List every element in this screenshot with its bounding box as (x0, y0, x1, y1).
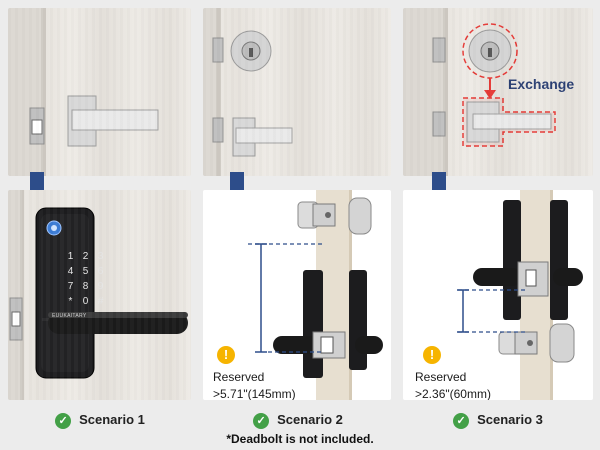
keypad-key[interactable]: 3 (97, 251, 104, 262)
scenario-3-after-illustration (457, 190, 583, 400)
scenario-1-caption: ✓ Scenario 1 (0, 412, 200, 429)
scenario-2-before-panel (203, 8, 391, 176)
scenario-2-before-illustration (203, 8, 293, 176)
reserved-dimension: >2.36"(60mm) (415, 387, 491, 400)
scenario-label: Scenario 1 (79, 412, 145, 427)
keypad-key[interactable]: 7 (67, 281, 74, 292)
keypad-key[interactable]: 4 (67, 266, 74, 277)
reserved-dimension: >5.71"(145mm) (213, 387, 296, 400)
keypad: 1 2 3 4 5 6 7 8 9 * 0 # (63, 250, 108, 308)
keypad-key[interactable]: 1 (67, 251, 74, 262)
reserved-label: Reserved (415, 370, 467, 384)
keypad-key[interactable]: # (97, 296, 104, 307)
scenario-2-caption: ✓ Scenario 2 (198, 412, 398, 429)
scenario-3-before-illustration (403, 8, 556, 176)
exchange-label: Exchange (508, 76, 575, 92)
reserved-note: Reserved >5.71"(145mm) (213, 369, 296, 400)
keypad-key[interactable]: 6 (97, 266, 104, 277)
keypad-key[interactable]: * (68, 296, 73, 307)
scenario-1-before-illustration (8, 8, 159, 176)
scenario-2-after-panel: ! Reserved >5.71"(145mm) (203, 190, 391, 400)
scenario-3-after-panel: ! Reserved >2.36"(60mm) (403, 190, 593, 400)
reserved-label: Reserved (213, 370, 265, 384)
keypad-key[interactable]: 0 (82, 296, 89, 307)
scenario-3-before-panel: Exchange (403, 8, 593, 176)
scenario-2-after-illustration (248, 190, 383, 400)
scenario-label: Scenario 2 (277, 412, 343, 427)
warning-icon: ! (423, 346, 441, 364)
check-icon: ✓ (55, 412, 72, 429)
footnote: *Deadbolt is not included. (226, 432, 374, 446)
reserved-note: Reserved >2.36"(60mm) (415, 369, 491, 400)
brand-label: EUUKAITARY (52, 313, 87, 319)
scenario-1-after-illustration (8, 190, 188, 400)
warning-icon: ! (217, 346, 235, 364)
keypad-key[interactable]: 5 (82, 266, 89, 277)
scenario-1-before-panel (8, 8, 191, 176)
keypad-key[interactable]: 9 (97, 281, 104, 292)
scenario-1-after-panel: 1 2 3 4 5 6 7 8 9 * 0 # EUUKAITARY (8, 190, 191, 400)
check-icon: ✓ (453, 412, 470, 429)
scenario-3-caption: ✓ Scenario 3 (398, 412, 598, 429)
keypad-key[interactable]: 8 (82, 281, 89, 292)
check-icon: ✓ (253, 412, 270, 429)
scenario-label: Scenario 3 (477, 412, 543, 427)
keypad-key[interactable]: 2 (82, 251, 89, 262)
